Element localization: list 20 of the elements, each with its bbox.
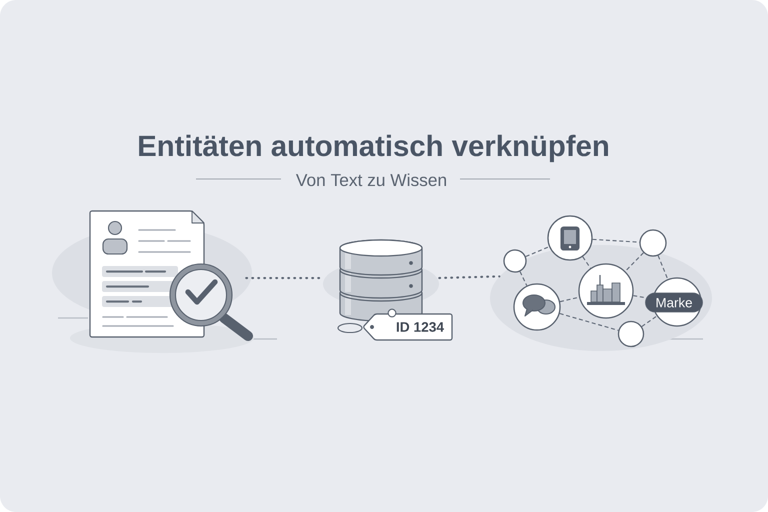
circle-node [618, 320, 644, 348]
dashed-connector [658, 255, 668, 280]
dashed-connector [624, 252, 644, 272]
document-magnifier-illustration [52, 210, 254, 353]
pill-label: Marke [645, 292, 703, 312]
subtitle: Von Text zu Wissen [296, 173, 446, 186]
database-cylinder [323, 239, 439, 322]
title: Entitäten automatisch verknüpfen [139, 134, 608, 162]
dashed-connector [526, 246, 550, 258]
circle-node [639, 229, 667, 257]
dashed-connector [582, 256, 591, 268]
dashed-connector [560, 313, 619, 331]
dashed-connector [633, 295, 646, 298]
dashed-connector [560, 296, 580, 302]
dashed-connector [592, 238, 640, 243]
circle-node [503, 249, 527, 273]
dashed-connector [520, 271, 528, 286]
dotted-connector [438, 275, 500, 280]
dashed-connector [641, 316, 658, 327]
id-tag: ID 1234 [337, 308, 453, 341]
